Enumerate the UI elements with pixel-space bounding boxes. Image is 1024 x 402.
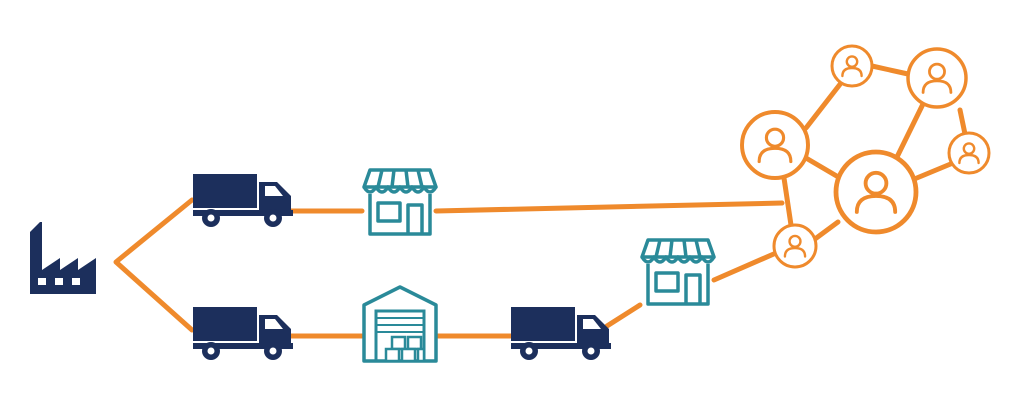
person-icon	[740, 110, 810, 180]
connector-line	[803, 155, 843, 181]
warehouse-icon	[362, 285, 438, 363]
person-icon	[772, 223, 818, 269]
edges-layer	[113, 63, 968, 339]
connector-line	[433, 200, 785, 214]
connector-line	[113, 197, 195, 333]
connector-line	[604, 302, 643, 329]
connector-line	[781, 175, 794, 228]
connector-line	[909, 160, 956, 183]
storefront-icon	[362, 168, 438, 236]
truck-icon	[193, 307, 293, 360]
person-icon	[947, 131, 991, 175]
connector-line	[803, 80, 844, 131]
connector-line	[869, 63, 911, 77]
person-icon	[833, 149, 919, 235]
connector-line	[894, 101, 926, 160]
storefront-icon	[640, 238, 716, 306]
person-icon	[830, 44, 874, 88]
person-icon	[906, 47, 968, 109]
truck-icon	[193, 174, 293, 227]
truck-icon	[511, 307, 611, 360]
connector-line	[812, 219, 841, 242]
nodes-layer	[30, 44, 991, 363]
connector-line	[957, 107, 968, 137]
connector-line	[711, 250, 779, 283]
factory-icon	[30, 222, 96, 294]
